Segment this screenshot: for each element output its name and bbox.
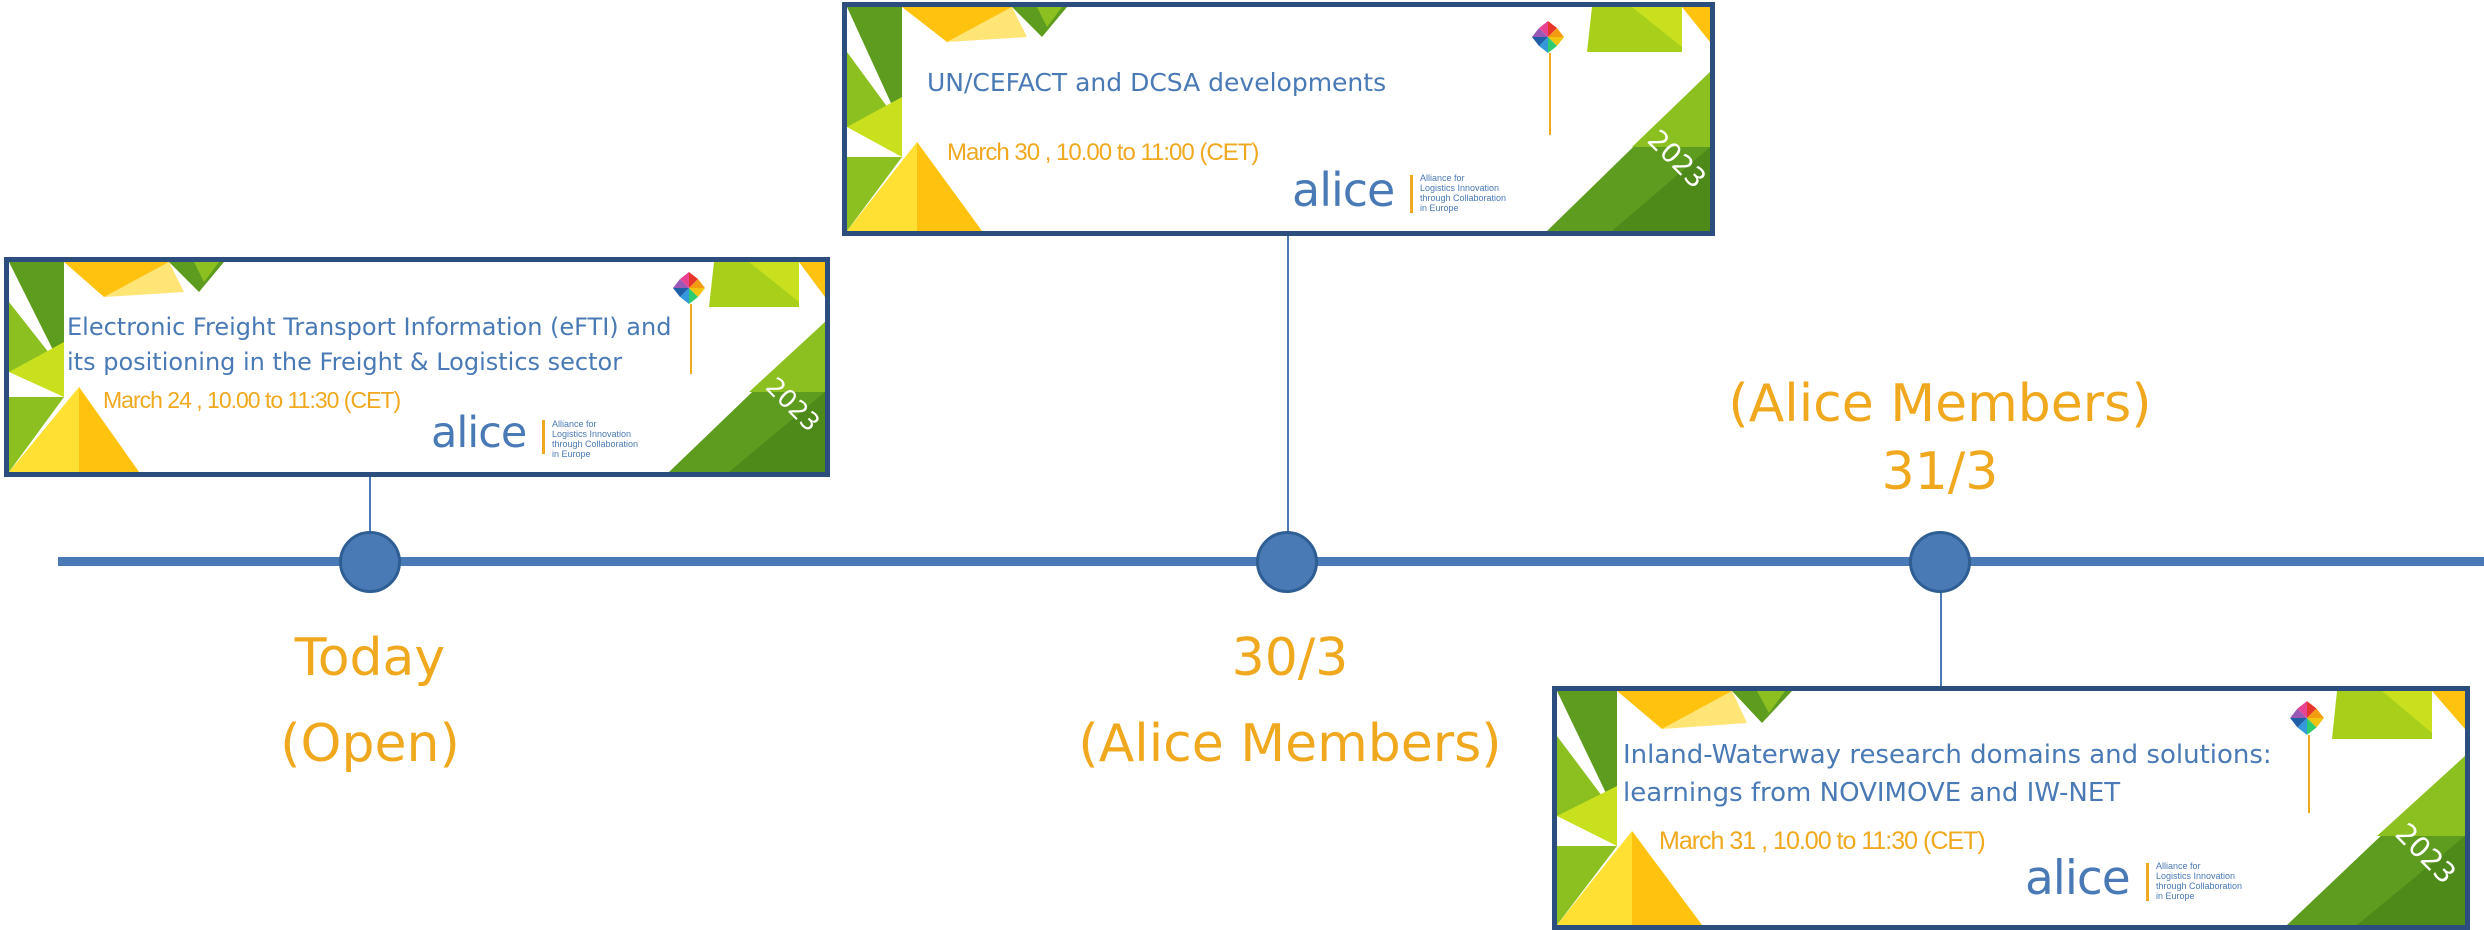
tagline-line: Alliance for [2156,861,2201,871]
milestone-caption-today: Today (Open) [230,615,510,787]
pinwheel-icon [673,272,705,304]
event-date: March 30 , 10.00 to 11:00 (CET) [947,139,1259,166]
tagline-line: through Collaboration [2156,881,2243,892]
tagline-line: Logistics Innovation [1420,183,1500,194]
event-title-line2: its positioning in the Freight & Logisti… [67,347,623,376]
tagline-line: Logistics Innovation [2156,871,2236,882]
event-title-line2: learnings from NOVIMOVE and IW-NET [1623,777,2121,808]
event-card-uncefact[interactable]: UN/CEFACT and DCSA developments March 30… [842,2,1715,236]
tagline-line: Alliance for [1420,173,1465,183]
event-date: March 24 , 10.00 to 11:30 (CET) [103,387,401,413]
tagline-line: through Collaboration [1420,193,1507,204]
milestone-caption-line1: 30/3 [1231,628,1349,688]
event-title-line1: Electronic Freight Transport Information… [67,313,672,341]
event-date: March 31 , 10.00 to 11:30 (CET) [1659,827,1986,855]
milestone-caption-line2: (Alice Members) [1078,714,1502,774]
tagline-line: in Europe [2156,891,2195,902]
timeline-node-31-3 [1909,531,1971,593]
milestone-caption-31-3: (Alice Members) 31/3 [1690,370,2190,506]
connector-line-2 [1287,235,1289,535]
pinwheel-stick [690,304,692,374]
tagline-line: in Europe [552,449,591,460]
event-title: Inland-Waterway research domains and sol… [1623,737,2272,812]
alice-logo-tagline: Alliance for Logistics Innovation throug… [552,419,638,459]
card-decoration [1557,691,2465,925]
timeline-node-today [339,531,401,593]
alice-logo-word: alice [431,408,527,458]
pinwheel-stick [1549,53,1551,135]
connector-line-1 [369,474,371,534]
tagline-line: Alliance for [552,419,597,429]
tagline-line: through Collaboration [552,439,639,450]
alice-logo-word: alice [1292,163,1395,217]
tagline-line: Logistics Innovation [552,429,632,440]
connector-line-3 [1940,590,1942,688]
alice-logo-tagline: Alliance for Logistics Innovation throug… [2156,861,2242,901]
event-title-line1: UN/CEFACT and DCSA developments [927,68,1387,97]
alice-logo-word: alice [2025,851,2131,906]
milestone-caption-line1: Today [294,628,446,688]
card-decoration [847,7,1710,231]
event-card-efti[interactable]: Electronic Freight Transport Information… [4,257,830,477]
tagline-line: in Europe [1420,203,1459,214]
pinwheel-icon [1532,21,1564,53]
logo-divider [2146,863,2149,901]
event-title-line1: Inland-Waterway research domains and sol… [1623,740,2272,770]
milestone-caption-line2: 31/3 [1881,442,1999,502]
logo-divider [542,420,545,454]
pinwheel-stick [2308,735,2310,813]
event-card-inland-waterway[interactable]: Inland-Waterway research domains and sol… [1552,686,2470,930]
event-title: Electronic Freight Transport Information… [67,310,671,380]
pinwheel-icon [2290,701,2324,735]
milestone-caption-line1: (Alice Members) [1728,374,2152,434]
alice-logo-tagline: Alliance for Logistics Innovation throug… [1420,173,1506,213]
milestone-caption-line2: (Open) [280,714,460,774]
event-title: UN/CEFACT and DCSA developments [927,65,1386,101]
milestone-caption-30-3: 30/3 (Alice Members) [1040,615,1540,787]
card-decoration [9,262,825,472]
logo-divider [1410,175,1413,213]
timeline-node-30-3 [1256,531,1318,593]
